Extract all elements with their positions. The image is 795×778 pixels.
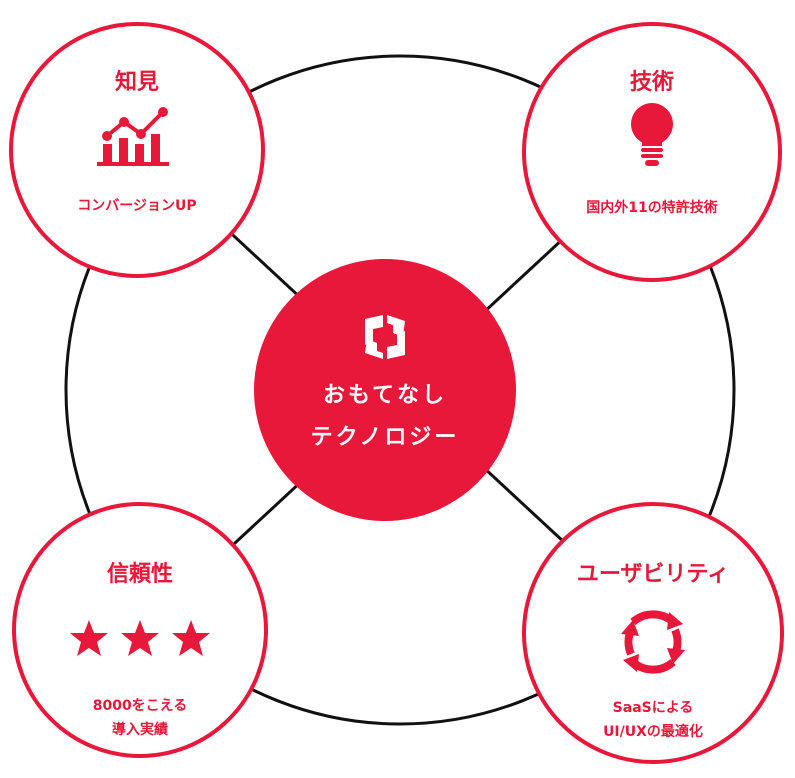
star-rating-icon	[16, 618, 264, 662]
star-icon	[69, 618, 109, 662]
node-reliability: 信頼性 8000をこえる 導入実績	[12, 502, 268, 758]
node-desc-line2: 導入実績	[112, 722, 168, 738]
center-title-line1: おもてなし	[322, 383, 448, 408]
center-circle: おもてなし テクノロジー	[254, 259, 516, 521]
brand-logo-icon	[254, 311, 516, 367]
node-technology: 技術 国内外11の特許技術	[522, 22, 782, 282]
star-icon	[120, 618, 160, 662]
growth-chart-icon	[13, 104, 261, 170]
cycle-arrows-icon	[526, 602, 780, 686]
star-icon	[171, 618, 211, 662]
node-knowledge: 知見 コンバージョンUP	[9, 22, 265, 278]
node-title: 信頼性	[106, 562, 173, 587]
node-desc: 国内外11の特許技術	[586, 200, 718, 216]
node-desc-line2: UI/UXの最適化	[603, 724, 703, 740]
node-title: ユーザビリティ	[576, 562, 730, 587]
node-title: 技術	[629, 70, 674, 95]
node-usability: ユーザビリティ SaaSによる UI/UXの最適化	[522, 502, 784, 764]
node-desc-line1: SaaSによる	[612, 700, 694, 716]
outer-ring	[64, 54, 736, 726]
node-title: 知見	[114, 70, 159, 95]
node-desc-line1: 8000をこえる	[92, 698, 188, 714]
lightbulb-icon	[526, 102, 778, 174]
node-desc: コンバージョンUP	[77, 198, 197, 214]
center-title-line2: テクノロジー	[310, 425, 460, 450]
